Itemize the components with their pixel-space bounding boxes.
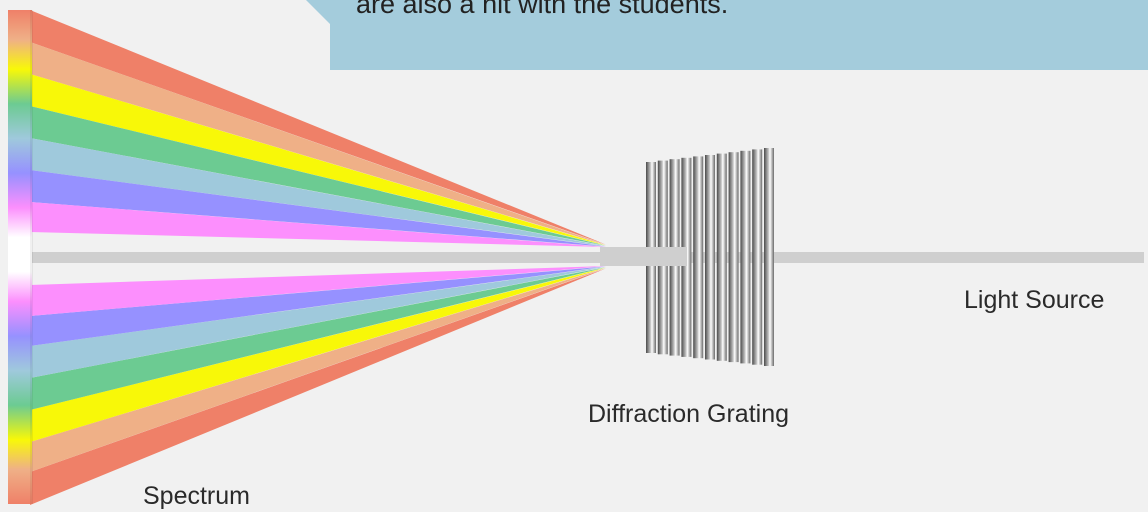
- callout-box: [306, 0, 1148, 70]
- callout-text: are also a hit with the students.: [356, 0, 729, 19]
- spectrum-band-lower: [30, 268, 606, 472]
- spectrum-band-upper: [30, 42, 606, 245]
- light-source-label: Light Source: [964, 286, 1105, 314]
- spectrum-band-upper: [30, 74, 606, 246]
- spectrum-band-lower: [30, 266, 606, 378]
- spectrum-band-lower: [30, 268, 606, 505]
- grating-bar: [752, 149, 763, 365]
- diffraction-grating-label: Diffraction Grating: [588, 400, 790, 428]
- spectrum-band-lower: [30, 267, 606, 442]
- spectrum-band-upper: [30, 202, 606, 247]
- grating-bar: [728, 152, 739, 363]
- grating-bar: [764, 148, 774, 366]
- spectrum-band-upper: [30, 170, 606, 247]
- spectrum-band-lower: [30, 266, 606, 316]
- spectrum-label: Spectrum: [143, 482, 250, 510]
- grating-bar: [740, 150, 751, 364]
- grating-bar: [705, 155, 715, 360]
- beam-through-grating: [600, 247, 687, 266]
- diffraction-grating: [600, 148, 774, 366]
- spectrum-band-upper: [30, 10, 606, 245]
- spectrum-fan: [30, 10, 606, 505]
- spectrum-band-upper: [30, 106, 606, 246]
- grating-bar: [693, 156, 704, 359]
- spectrum-band-lower: [30, 267, 606, 410]
- spectrum-strip: [8, 10, 32, 504]
- light-beam: [32, 252, 1144, 263]
- spectrum-strip-edge: [30, 10, 33, 504]
- spectrum-band-upper: [30, 138, 606, 247]
- spectrum-band-lower: [30, 266, 606, 346]
- grating-bar: [716, 153, 727, 361]
